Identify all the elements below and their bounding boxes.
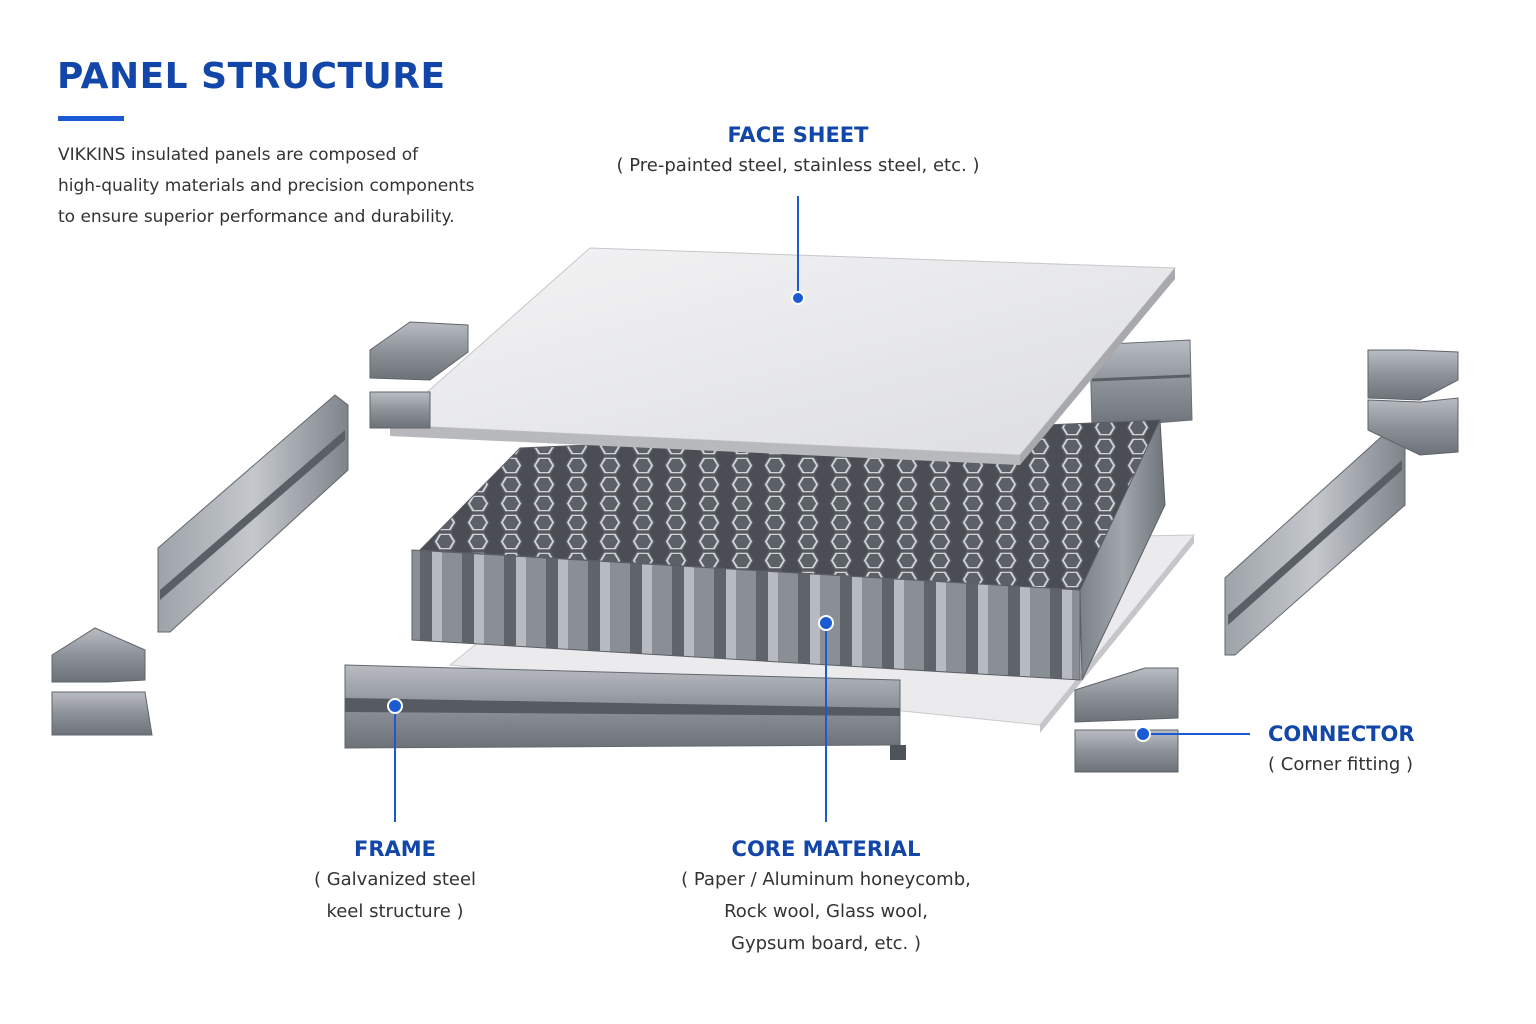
- frame-leader: [387, 698, 403, 822]
- connector-title: CONNECTOR: [1268, 722, 1415, 746]
- title-underline: [58, 116, 124, 121]
- page-title: PANEL STRUCTURE: [57, 56, 446, 97]
- intro-line: to ensure superior performance and durab…: [58, 207, 455, 227]
- left-frame-rail: [157, 394, 349, 633]
- core-material-title: CORE MATERIAL: [731, 837, 921, 861]
- corner-connector-bottom-left: [51, 627, 153, 736]
- frame-description-line: keel structure ): [326, 901, 464, 922]
- core-material-honeycomb: [411, 419, 1166, 681]
- corner-connector-bottom-right: [1074, 667, 1179, 773]
- face-sheet-plate: [388, 247, 1177, 465]
- connector-callout: CONNECTOR ( Corner fitting ): [1268, 719, 1498, 781]
- frame-callout: FRAME ( Galvanized steel keel structure …: [270, 834, 520, 928]
- core-material-description-line: Gypsum board, etc. ): [731, 933, 921, 954]
- intro-line: VIKKINS insulated panels are composed of: [58, 145, 419, 165]
- frame-title: FRAME: [353, 837, 436, 861]
- right-frame-rail: [1224, 419, 1406, 656]
- corner-connector-top-left: [369, 321, 469, 429]
- face-sheet-description: ( Pre-painted steel, stainless steel, et…: [616, 155, 980, 176]
- core-material-description-line: ( Paper / Aluminum honeycomb,: [681, 869, 971, 890]
- core-material-leader: [818, 615, 834, 822]
- intro-text: VIKKINS insulated panels are composed of…: [58, 140, 518, 233]
- face-sheet-title: FACE SHEET: [727, 123, 869, 147]
- face-sheet-leader: [791, 196, 805, 305]
- front-frame-rail: [344, 664, 906, 760]
- face-sheet-callout: FACE SHEET ( Pre-painted steel, stainles…: [598, 120, 998, 182]
- intro-line: high-quality materials and precision com…: [58, 176, 475, 196]
- frame-description-line: ( Galvanized steel: [313, 869, 477, 890]
- core-material-callout: CORE MATERIAL ( Paper / Aluminum honeyco…: [646, 834, 1006, 960]
- back-frame-rail: [1089, 339, 1193, 429]
- connector-leader: [1135, 726, 1250, 742]
- connector-description: ( Corner fitting ): [1268, 754, 1414, 775]
- core-material-description-line: Rock wool, Glass wool,: [724, 901, 928, 922]
- corner-connector-top-right: [1367, 349, 1459, 456]
